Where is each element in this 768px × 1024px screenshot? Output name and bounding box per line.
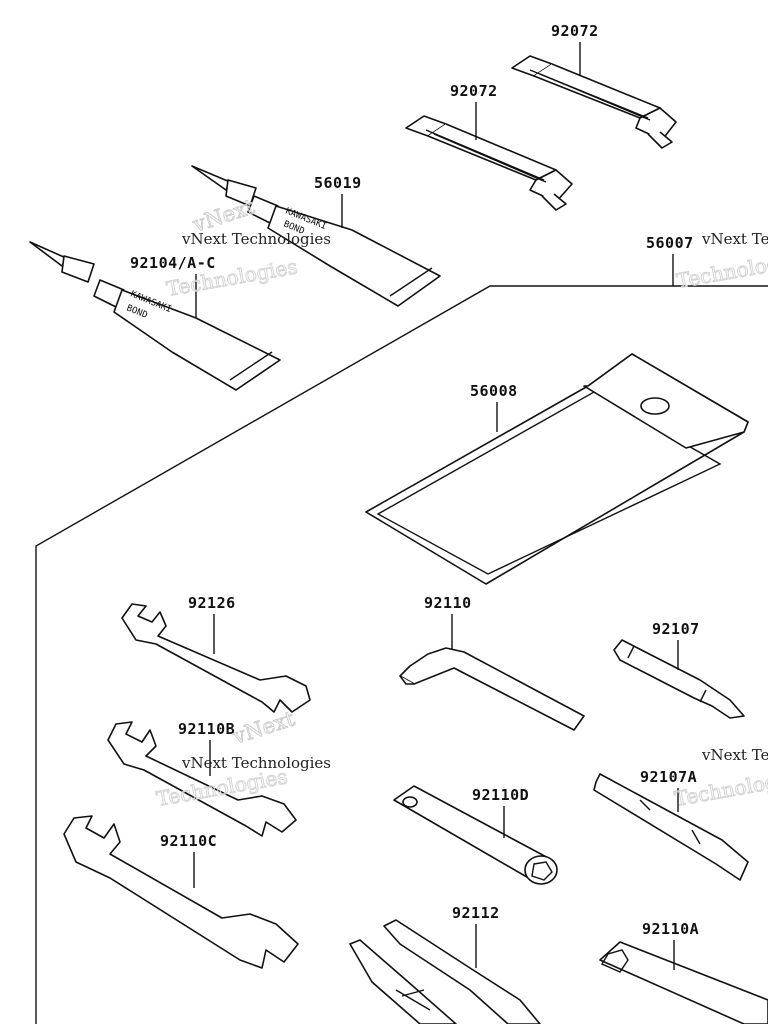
tool-bag-56008[interactable]	[365, 353, 749, 585]
label-92110A: 92110A	[642, 920, 699, 938]
label-92107A: 92107A	[640, 768, 697, 786]
screwdriver-92107[interactable]	[613, 639, 745, 719]
watermark-outline-3: vNext	[229, 706, 298, 749]
label-92110B: 92110B	[178, 720, 235, 738]
wrench-92110B[interactable]	[107, 721, 297, 837]
label-56008: 56008	[470, 382, 518, 400]
label-92072-mid: 92072	[450, 82, 498, 100]
label-92110C: 92110C	[160, 832, 217, 850]
watermark-vnext-3: vNext Te	[701, 230, 768, 248]
hex-key-92110[interactable]	[399, 647, 585, 731]
label-56019: 56019	[314, 174, 362, 192]
label-92072-top: 92072	[551, 22, 599, 40]
label-92110: 92110	[424, 594, 472, 612]
socket-bar-92110A[interactable]	[599, 941, 768, 1024]
screwdriver-92107A[interactable]	[593, 773, 749, 881]
label-92107: 92107	[652, 620, 700, 638]
label-92112: 92112	[452, 904, 500, 922]
watermark-vnext-1: vNext Technologies	[181, 230, 331, 248]
strap-92072-top[interactable]	[511, 55, 677, 149]
kit-boundary-line	[35, 285, 768, 1024]
wrench-92126[interactable]	[121, 603, 311, 713]
label-92126: 92126	[188, 594, 236, 612]
label-92110D: 92110D	[472, 786, 529, 804]
watermark-vnext-4: vNext Te	[701, 746, 768, 764]
label-92104: 92104/A-C	[130, 254, 216, 272]
pliers-92112[interactable]	[349, 919, 541, 1024]
box-wrench-92110D[interactable]	[393, 785, 558, 885]
bond-tube-56019[interactable]: KAWASAKI BOND	[191, 165, 441, 307]
label-56007: 56007	[646, 234, 694, 252]
strap-92072-mid[interactable]	[405, 115, 573, 211]
wrench-92110C[interactable]	[63, 815, 299, 969]
watermark-vnext-2: vNext Technologies	[181, 754, 331, 772]
